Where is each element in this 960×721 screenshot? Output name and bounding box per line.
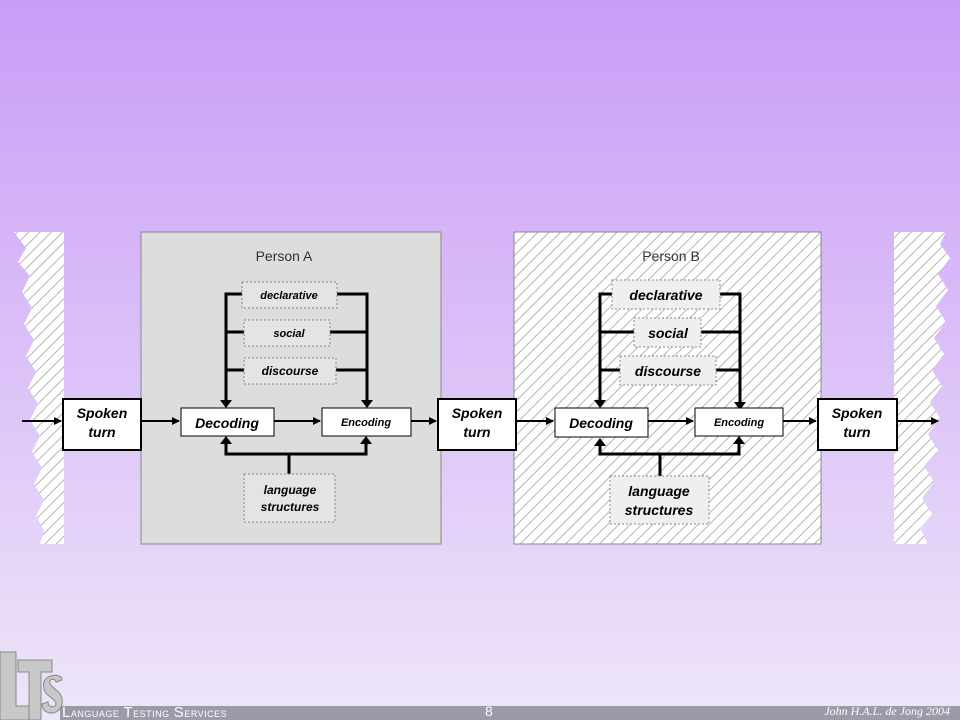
person-b-declarative-box — [611, 279, 721, 310]
person-a-social-box — [243, 319, 331, 347]
person-a-discourse-label: discourse — [262, 364, 319, 378]
person-b-discourse-label: discourse — [635, 363, 701, 379]
person-b-declarative-label: declarative — [629, 287, 702, 303]
person-a-decoding-box — [180, 407, 275, 437]
person-a-structures-box — [243, 473, 336, 523]
person-a-encoding-label: Encoding — [341, 417, 391, 429]
person-a-arrowheads — [220, 400, 373, 444]
spoken-turn-box-right — [817, 398, 898, 451]
person-b-title: Person B — [642, 248, 700, 264]
company-cap-t: T — [123, 704, 134, 721]
company-cap-l: L — [62, 704, 71, 721]
person-a-decoding-label: Decoding — [195, 415, 259, 431]
page-number: 8 — [485, 703, 493, 719]
lts-logo-icon — [0, 651, 63, 720]
person-a-structures-line2: structures — [261, 500, 320, 514]
company-cap-s: S — [173, 704, 185, 721]
person-a-structures-line1: language — [264, 483, 317, 497]
company-word-3: ERVICES — [184, 709, 228, 719]
spoken-turn-middle-line2: turn — [463, 424, 490, 440]
person-a-social-label: social — [273, 328, 305, 340]
spoken-turn-box-middle — [437, 398, 517, 451]
spoken-turn-right-line2: turn — [843, 424, 870, 440]
person-b-discourse-box — [619, 355, 717, 386]
company-name: LANGUAGE TESTING SERVICES — [62, 704, 227, 721]
footer-bar — [60, 706, 960, 720]
spoken-turn-right-line1: Spoken — [832, 405, 883, 421]
person-b-arrowheads — [594, 400, 746, 446]
person-b-structures-box — [609, 475, 710, 525]
person-a-title: Person A — [256, 248, 313, 264]
company-word-1: ANGUAGE — [70, 709, 120, 719]
person-b-decoding-box — [554, 407, 649, 438]
person-b-encoding-label: Encoding — [714, 417, 764, 429]
person-b-encoding-box — [694, 407, 784, 437]
company-word-2: ESTING — [133, 709, 170, 719]
person-a-declarative-label: declarative — [260, 290, 317, 302]
right-torn-strip — [894, 232, 950, 544]
spoken-turn-box-left — [62, 398, 142, 451]
author-credit: John H.A.L. de Jong 2004 — [824, 704, 950, 718]
person-a-declarative-box — [241, 281, 338, 309]
person-b-structures-line1: language — [628, 483, 690, 499]
person-b-social-label: social — [648, 325, 689, 341]
left-torn-strip — [14, 232, 64, 544]
person-a-discourse-box — [243, 357, 337, 385]
person-b-social-box — [633, 317, 702, 348]
person-b-decoding-label: Decoding — [569, 415, 633, 431]
spoken-turn-middle-line1: Spoken — [452, 405, 503, 421]
person-b-connectors — [598, 292, 742, 476]
spoken-turn-left-line1: Spoken — [77, 405, 128, 421]
person-a-connectors — [224, 292, 369, 474]
spoken-turn-left-line2: turn — [88, 424, 115, 440]
person-b-structures-line2: structures — [625, 502, 694, 518]
